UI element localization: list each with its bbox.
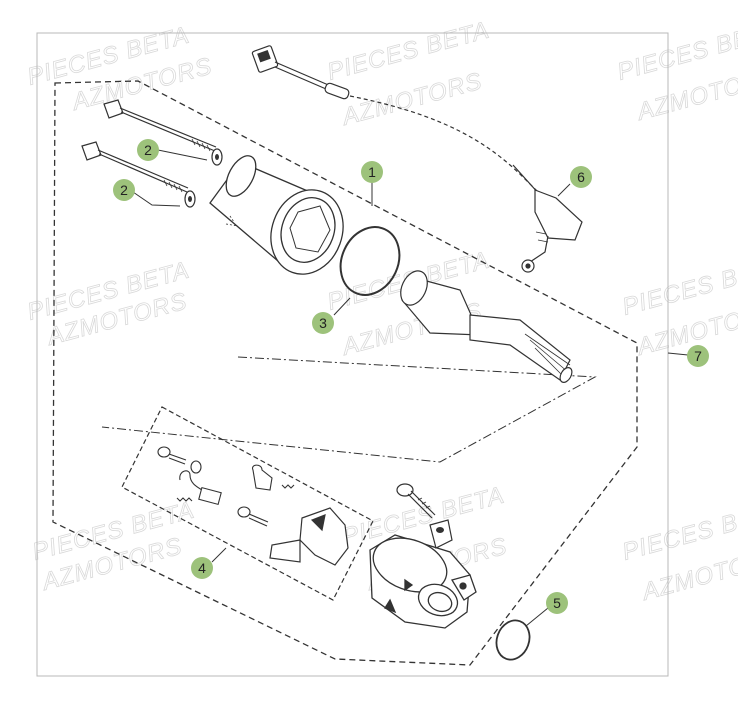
terminal-lug-hole (436, 527, 444, 533)
callout-6[interactable]: 6 (570, 166, 592, 188)
wire-harness (251, 45, 583, 273)
callout-label: 4 (198, 560, 206, 576)
brush-kit-outline (121, 406, 374, 601)
callout-1[interactable]: 1 (361, 161, 383, 183)
watermark-line1: PIECES BETA (620, 252, 738, 321)
callout-badge (361, 161, 383, 183)
long-bolt-lower (81, 141, 189, 193)
callout-2-lower[interactable]: 2 (113, 179, 135, 201)
terminal-lug (429, 519, 453, 549)
brush-holder (269, 507, 349, 566)
callout-label: 6 (577, 169, 585, 185)
callout-badge (687, 345, 709, 367)
callout-5[interactable]: 5 (546, 592, 568, 614)
callout-7[interactable]: 7 (687, 345, 709, 367)
watermark-group: PIECES BETA AZMOTORS PIECES BETA AZMOTOR… (24, 16, 738, 607)
long-bolt-upper (103, 99, 217, 152)
callout-badge (113, 179, 135, 201)
front-cover (369, 534, 477, 629)
o-ring-small (495, 619, 531, 661)
washer-upper-hole (215, 154, 219, 160)
callout-badge (570, 166, 592, 188)
callout-label: 3 (319, 315, 327, 331)
assembly-outline (52, 80, 638, 666)
watermark-line1: PIECES BETA (615, 17, 738, 86)
callout-badge (137, 139, 159, 161)
axis-plane-outline (101, 356, 597, 463)
diagram-frame (36, 32, 669, 677)
armature (400, 270, 573, 383)
brush-parts (157, 446, 295, 527)
callout-2-upper[interactable]: 2 (137, 139, 159, 161)
washer-lower-hole (188, 196, 192, 202)
callout-4[interactable]: 4 (191, 557, 213, 579)
callout-3[interactable]: 3 (312, 312, 334, 334)
callout-label: 5 (553, 595, 561, 611)
motor-housing (209, 155, 344, 275)
o-ring-large (339, 226, 401, 296)
callout-badge (546, 592, 568, 614)
cover-screw (396, 483, 436, 519)
callout-label: 2 (144, 142, 152, 158)
callout-label: 1 (368, 164, 376, 180)
callout-badge (191, 557, 213, 579)
leader-lines (132, 149, 689, 627)
callout-badge (312, 312, 334, 334)
watermark-line1: PIECES BETA (620, 497, 738, 566)
callout-label: 2 (120, 182, 128, 198)
callout-label: 7 (694, 348, 702, 364)
